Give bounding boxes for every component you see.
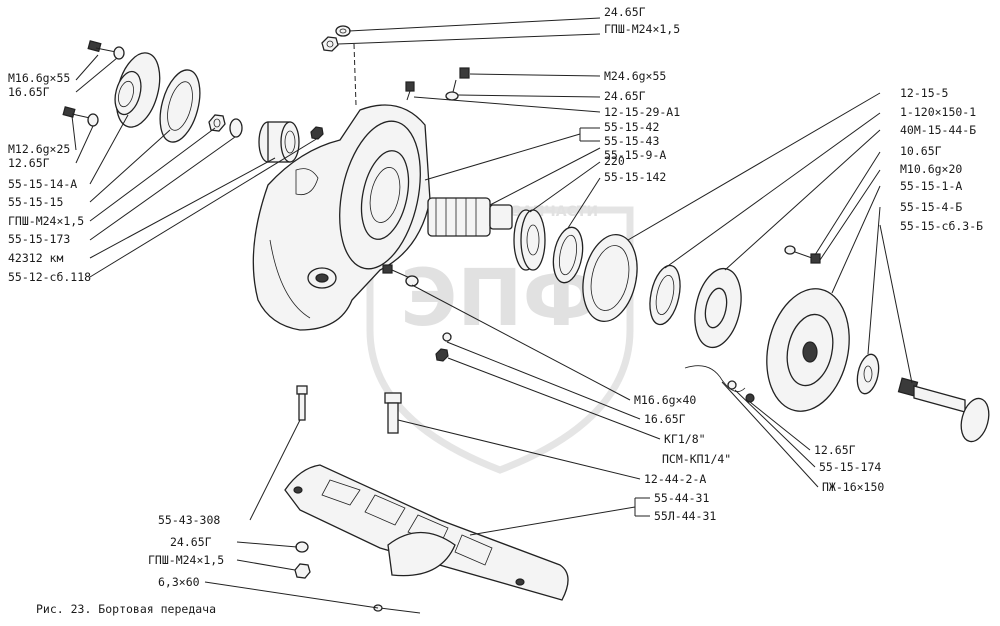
- pinion-shaft: [427, 197, 513, 237]
- label-55-15-173: 55-15-173: [8, 232, 70, 246]
- label-m16-40: М16.6g×40: [634, 393, 696, 407]
- label-12-44-2-a: 12-44-2-А: [644, 472, 706, 486]
- grease-fitting: [442, 332, 452, 342]
- label-55-15-sb3-b: 55-15-сб.3-Б: [900, 219, 983, 233]
- label-12-15-29-a1: 12-15-29-А1: [604, 105, 680, 119]
- label-55l-44-31: 55Л-44-31: [654, 509, 716, 523]
- label-55-15-9-a: 55-15-9-А: [604, 148, 666, 162]
- spacer-ring: [552, 226, 584, 284]
- bolt-12-44-2-a: [384, 392, 402, 434]
- label-6-3x60: 6,3×60: [158, 575, 200, 589]
- label-42312km: 42312 км: [8, 251, 63, 265]
- support-bracket: [284, 464, 569, 601]
- top-washer: [335, 25, 351, 37]
- label-12-65g-left: 12.65Г: [8, 156, 50, 170]
- label-12-15-5: 12-15-5: [900, 86, 948, 100]
- label-gpsh-top: ГПШ-М24×1,5: [604, 22, 680, 36]
- gear-housing: [252, 104, 431, 331]
- axle-bolt: [897, 377, 990, 443]
- label-16-65g-left: 16.65Г: [8, 85, 50, 99]
- wheel-hub: [766, 288, 850, 412]
- label-m12-25: М12.6g×25: [8, 142, 70, 156]
- part-labels: 24.65Г ГПШ-М24×1,5 М24.6g×55 24.65Г 12-1…: [8, 5, 983, 589]
- label-gpsh-left: ГПШ-М24×1,5: [8, 214, 84, 228]
- leader-lines: [71, 17, 913, 609]
- label-24-65g-bottom: 24.65Г: [170, 535, 212, 549]
- small-nut-housing: [310, 126, 324, 140]
- plug-psm: [435, 348, 449, 362]
- label-16-65g-mid: 16.65Г: [644, 412, 686, 426]
- label-40m-15-44-b: 40М-15-44-Б: [900, 123, 976, 137]
- bolt-m10: [784, 245, 821, 264]
- nut-gpsh: [208, 114, 243, 138]
- cotter-pin: [373, 604, 421, 614]
- label-1-120x150-1: 1-120×150-1: [900, 105, 976, 119]
- label-55-15-4-b: 55-15-4-Б: [900, 200, 962, 214]
- label-55-12-sb118: 55-12-сб.118: [8, 270, 91, 284]
- gasket: [159, 69, 201, 143]
- label-m24-55: М24.6g×55: [604, 69, 666, 83]
- label-55-15-15: 55-15-15: [8, 195, 63, 209]
- label-55-15-142: 55-15-142: [604, 170, 666, 184]
- label-10-65g: 10.65Г: [900, 144, 942, 158]
- oil-seal: [649, 264, 681, 326]
- seal-cover: [694, 267, 742, 349]
- label-gpsh-bottom: ГПШ-М24×1,5: [148, 553, 224, 567]
- label-m16-55: М16.6g×55: [8, 71, 70, 85]
- label-55-43-308: 55-43-308: [158, 513, 220, 527]
- bolt-m12-left: [62, 106, 99, 127]
- top-nut: [321, 36, 339, 52]
- label-55-15-42: 55-15-42: [604, 120, 659, 134]
- bolt-m16-40: [382, 264, 419, 287]
- cotter-wire: [684, 365, 755, 403]
- label-pzh-16-150: ПЖ-16×150: [822, 480, 884, 494]
- bearing-cover: [114, 52, 161, 128]
- label-24-65g-mid: 24.65Г: [604, 89, 646, 103]
- bolt-m24-top: [445, 67, 470, 101]
- label-220: 220: [604, 154, 625, 168]
- large-gasket: [582, 233, 638, 323]
- label-psm-kp: ПСМ-КП1/4": [662, 452, 731, 466]
- figure-caption: Рис. 23. Бортовая передача: [36, 602, 216, 616]
- label-55-44-31: 55-44-31: [654, 491, 709, 505]
- label-55-15-43: 55-15-43: [604, 134, 659, 148]
- bolt-55-43-308: [296, 385, 308, 421]
- hub-washer: [856, 353, 880, 395]
- ball-bearing: [513, 209, 546, 271]
- label-12-65g-right: 12.65Г: [814, 443, 856, 457]
- label-m10-20: М10.6g×20: [900, 162, 962, 176]
- bottom-nut: [294, 563, 311, 579]
- label-55-15-1-a: 55-15-1-А: [900, 179, 962, 193]
- bottom-washer: [295, 541, 309, 553]
- watermark-shield-icon: [366, 206, 634, 474]
- label-24-65g-top: 24.65Г: [604, 5, 646, 19]
- bolt-m16-left: [87, 40, 125, 60]
- roller-bearing: [258, 121, 300, 163]
- label-kg-1-8: КГ1/8": [664, 432, 706, 446]
- label-55-15-14-a: 55-15-14-А: [8, 177, 77, 191]
- plug-bolt: [405, 81, 415, 101]
- label-55-15-174: 55-15-174: [819, 460, 881, 474]
